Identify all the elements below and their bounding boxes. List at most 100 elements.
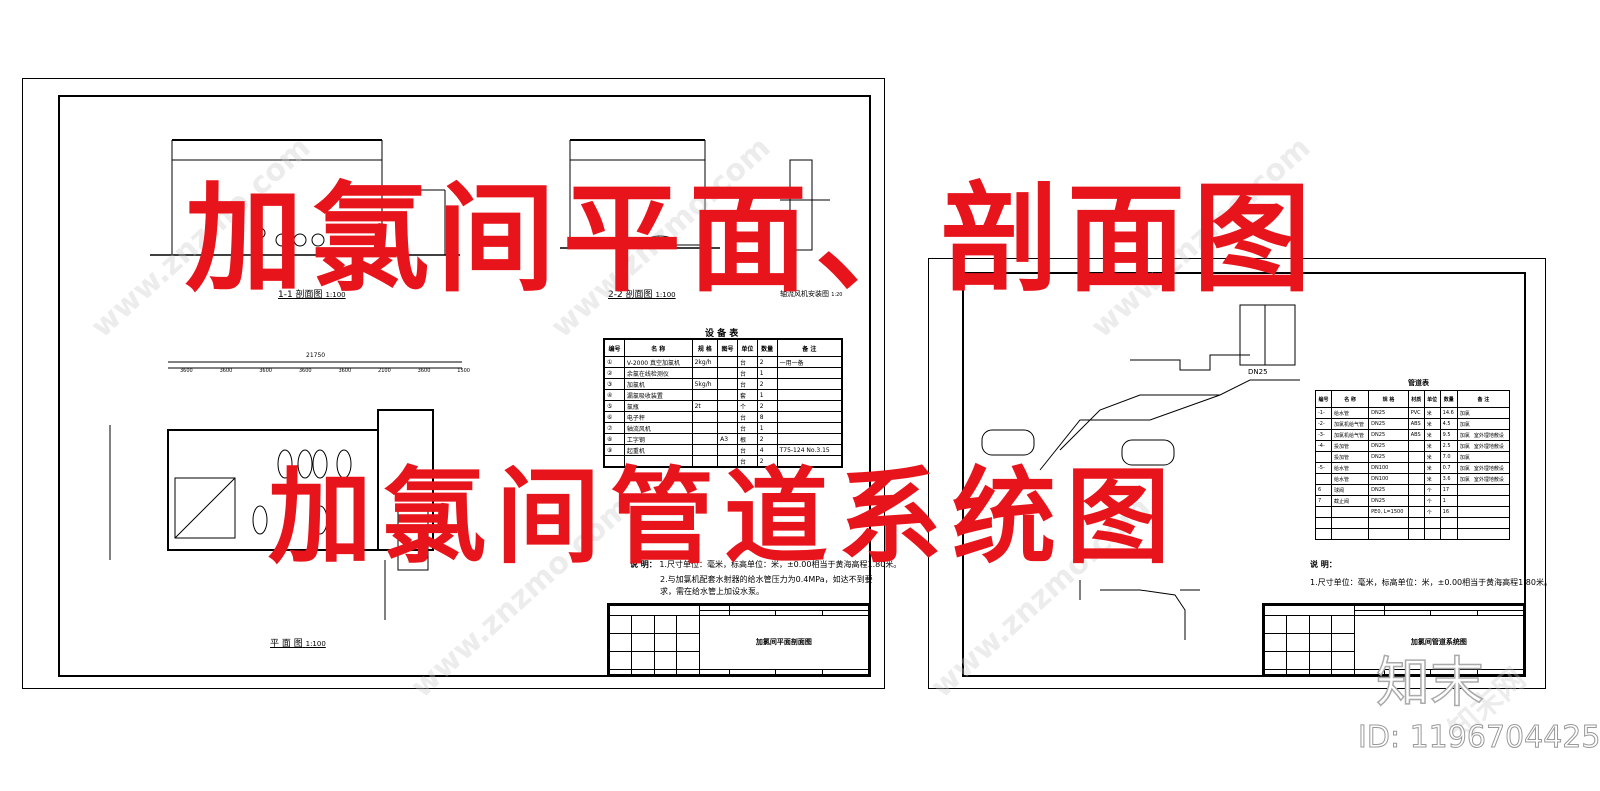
table-cell: ② — [603, 367, 625, 379]
header-cell: 单位 — [736, 338, 758, 357]
plan-dimension: 3600 — [219, 368, 233, 374]
table-cell: 1 — [756, 389, 778, 401]
table-cell: 起重机 — [623, 444, 693, 456]
header-cell: 名 称 — [1330, 390, 1370, 408]
table-cell — [1315, 451, 1332, 463]
table-cell: T75-124 No.3.15 — [776, 444, 843, 456]
pipe-table-title: 管道表 — [1408, 379, 1429, 387]
table-cell-text: 加氯 — [1459, 476, 1470, 483]
table-cell: 2t — [691, 400, 719, 412]
table-cell: 1 — [1439, 495, 1458, 507]
plan-dimension: 3600 — [417, 368, 431, 374]
table-cell — [1456, 506, 1511, 518]
table-cell: 2 — [756, 400, 778, 412]
table-cell: ⑦ — [603, 422, 625, 434]
table-cell: -4- — [1315, 440, 1332, 452]
table-cell: 给水管 — [1330, 462, 1370, 474]
table-cell — [1330, 528, 1370, 540]
plan-dimension: 3600 — [338, 368, 352, 374]
table-cell — [691, 444, 719, 456]
table-cell: ⑨ — [603, 444, 625, 456]
right-sheet-outer-frame — [928, 258, 1546, 689]
left-notes: 说 明： 1.尺寸单位：毫米，标高单位：米，±0.00相当于黄海高程1.80米。… — [630, 555, 901, 598]
right-sheet-inner-frame — [962, 272, 1526, 677]
table-cell: -3- — [1315, 429, 1332, 441]
table-cell — [1368, 528, 1409, 540]
table-cell: 加氯室外埋地敷设 — [1456, 429, 1511, 441]
table-cell: 米 — [1423, 473, 1441, 485]
table-cell: 台 — [736, 411, 758, 423]
note-item: 2.与加氯机配套水射器的给水管压力为0.4MPa，如达不到要求，需在给水管上加设… — [660, 575, 873, 596]
table-cell-text: 加氯 — [1459, 432, 1470, 439]
table-cell: 台 — [736, 367, 758, 379]
table-cell: 0.7 — [1439, 462, 1458, 474]
table-cell: DN25 — [1368, 484, 1409, 496]
header-cell: 材质 — [1407, 390, 1425, 408]
drawing-name: 加氯间管道系统图 — [1353, 614, 1525, 671]
table-cell: 8 — [756, 411, 778, 423]
equipment-table-title: 设 备 表 — [705, 329, 739, 339]
table-cell: 个 — [1423, 484, 1441, 496]
table-cell: 7 — [1315, 495, 1332, 507]
table-cell: DN25 — [1368, 429, 1409, 441]
section-1-scale: 1:100 — [325, 291, 346, 299]
table-cell: 台 — [736, 444, 758, 456]
table-cell: -2- — [1315, 418, 1332, 430]
table-cell: DN100 — [1368, 473, 1409, 485]
table-cell: A3 — [717, 433, 738, 445]
table-cell — [1407, 517, 1425, 529]
table-cell — [1423, 528, 1441, 540]
plan-dimension: 3600 — [259, 368, 272, 374]
image-id: ID: 1196704425 — [1357, 720, 1600, 756]
notes-label: 说 明： — [630, 560, 657, 569]
section-2-scale: 1:100 — [655, 291, 676, 299]
table-cell: 米 — [1423, 440, 1441, 452]
right-notes: 说 明： 1.尺寸单位：毫米，标高单位：米，±0.00相当于黄海高程1.80米。 — [1310, 556, 1552, 592]
table-cell: 漏氯吸收装置 — [623, 389, 693, 401]
table-cell: -1- — [1315, 407, 1332, 419]
table-cell: 球阀 — [1330, 484, 1370, 496]
table-cell: 投加管 — [1330, 451, 1370, 463]
table-cell: 加氯机给气管 — [1330, 429, 1370, 441]
table-cell — [1330, 517, 1370, 529]
table-cell-text: 加氯 — [1459, 443, 1470, 450]
header-cell: 数量 — [1439, 390, 1458, 408]
table-cell: ③ — [603, 378, 625, 390]
table-cell — [1456, 517, 1511, 529]
table-cell: 米 — [1423, 429, 1441, 441]
table-cell-extra: 室外埋地敷设 — [1473, 432, 1504, 439]
table-cell: 17 — [1439, 484, 1458, 496]
table-cell — [1439, 517, 1458, 529]
table-cell-extra: 室外埋地敷设 — [1473, 476, 1504, 483]
table-cell: ① — [603, 356, 625, 368]
table-cell: 截止阀 — [1330, 495, 1370, 507]
table-row — [1315, 528, 1511, 540]
table-cell — [717, 356, 738, 368]
table-cell: ABS — [1407, 418, 1425, 430]
table-cell: ⑧ — [603, 433, 625, 445]
table-cell: 投加管 — [1330, 440, 1370, 452]
table-cell: 氯瓶 — [623, 400, 693, 412]
plan-dimension: 3600 — [298, 368, 312, 374]
table-cell: 1 — [756, 422, 778, 434]
table-cell: 16 — [1439, 506, 1458, 518]
table-cell — [1407, 528, 1425, 540]
left-sheet-inner-frame — [58, 95, 871, 677]
notes-label: 说 明： — [1310, 560, 1337, 569]
table-cell — [717, 389, 738, 401]
table-cell: DN25 — [1368, 407, 1409, 419]
table-cell — [691, 389, 719, 401]
table-cell: 米 — [1423, 462, 1441, 474]
table-cell — [1456, 528, 1511, 540]
table-cell — [1315, 506, 1332, 518]
fan-detail-scale: 1:20 — [831, 292, 843, 298]
table-cell: 加氯机给气管 — [1330, 418, 1370, 430]
table-row — [1315, 517, 1511, 529]
